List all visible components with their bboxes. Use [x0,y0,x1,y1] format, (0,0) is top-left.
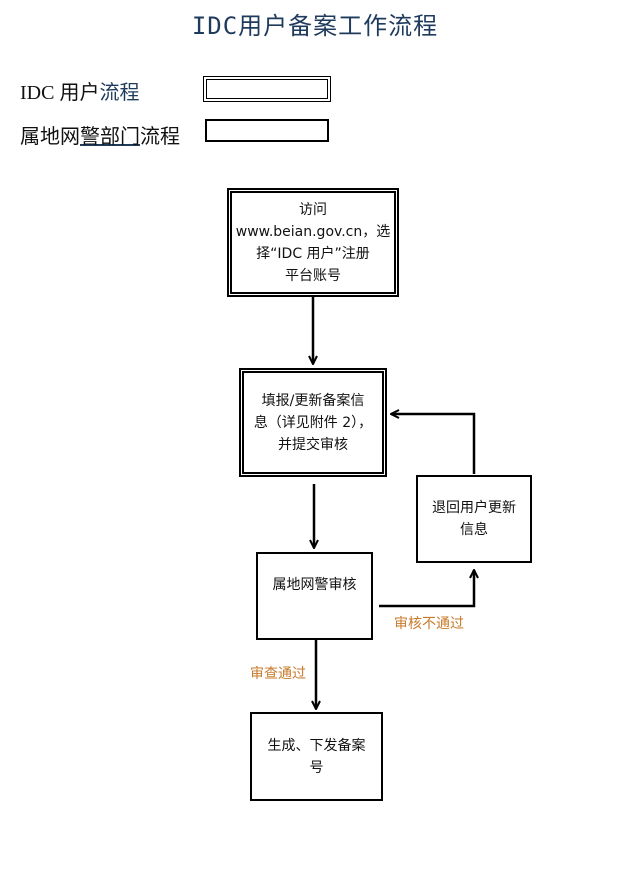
node-issue-line2: 号 [309,759,324,776]
legend-police-prefix: 属地网 [20,126,80,148]
node-visit-line4: 平台账号 [284,267,341,284]
legend-single-box [205,119,329,142]
edge-label-pass: 审查通过 [250,666,306,682]
page-title: IDC用户备案工作流程 [191,12,439,40]
edge-label-fail: 审核不通过 [394,616,464,632]
legend-idc-prefix: IDC 用户 [20,82,100,104]
legend-police-suffix: 流程 [140,126,180,148]
node-police-review: 属地网警审核 [256,552,373,640]
node-issue-line1: 生成、下发备案 [267,737,366,754]
arrow-return-to-fill [391,414,476,474]
node-visit-line3: 择“IDC 用户”注册 [256,245,370,262]
node-fill-info: 填报/更新备案信 息（详见附件 2）， 并提交审核 [239,368,387,477]
node-visit-line1: 访问 [298,201,327,218]
legend-police-label: 属地网警部门流程 [20,120,180,149]
node-review-line1: 属地网警审核 [272,577,357,593]
node-return-line2: 信息 [460,522,488,538]
node-fill-line1: 填报/更新备案信 [261,392,365,409]
node-fill-line2: 息（详见附件 2）， [253,414,373,431]
node-return-line1: 退回用户更新 [432,500,516,516]
node-visit-line2: www.beian.gov.cn，选 [235,223,391,240]
legend-idc-label: IDC 用户流程 [20,76,139,105]
node-issue-number: 生成、下发备案 号 [250,712,383,801]
node-fill-line3: 并提交审核 [277,436,348,453]
legend-idc-suffix: 流程 [99,82,140,104]
legend-double-box [203,76,331,102]
node-visit-register: 访问 www.beian.gov.cn，选 择“IDC 用户”注册 平台账号 [227,188,399,297]
arrow-review-to-return [379,570,474,608]
legend-police-mid: 警部门 [80,126,140,148]
node-return-user: 退回用户更新 信息 [416,475,532,563]
